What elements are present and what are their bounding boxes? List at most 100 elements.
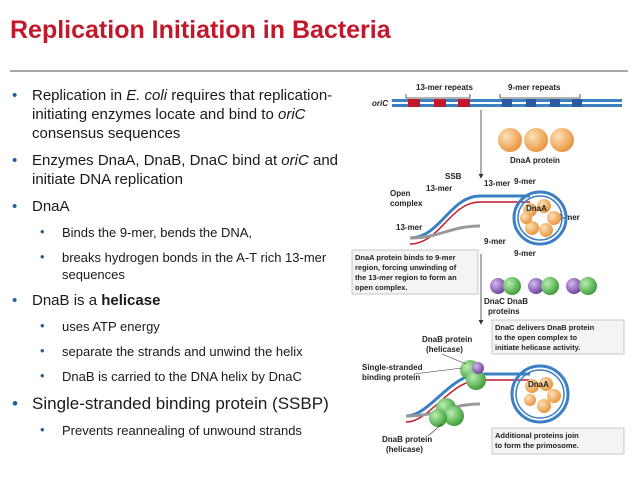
caption-additional-proteins: Additional proteins join to form the pri… [495, 431, 581, 450]
label-ssb: SSB [445, 172, 462, 181]
caption-line: DnaC delivers DnaB protein [495, 323, 595, 332]
caption-box [491, 427, 625, 455]
title-divider [10, 70, 628, 72]
repeat-9mer-2 [526, 99, 536, 107]
caption-line: open complex. [355, 283, 408, 292]
dnaa-protein-icon [524, 394, 536, 406]
bullet-text: DnaA [32, 198, 70, 215]
dnac-protein-icon [490, 278, 506, 294]
caption-dnaa-binds: DnaA protein binds to 9-mer region, forc… [355, 253, 459, 292]
dnaa-protein-icon [537, 399, 551, 413]
bullet-text: Enzymes DnaA, DnaB, DnaC bind at [32, 152, 282, 169]
bracket-9mer [499, 94, 581, 99]
caption-line: to form the primosome. [495, 441, 579, 450]
bullet-text: uses ATP energy [62, 319, 160, 334]
pointer-line [413, 367, 463, 375]
bullet-emphasis: oriC [281, 152, 309, 169]
subbullet-icon: • [40, 343, 45, 358]
label-dnab-helicase: (helicase) [426, 345, 463, 354]
label-dnaa: DnaA [526, 204, 547, 213]
dnaa-protein-icon [547, 211, 561, 225]
label-dnab-helicase: DnaB protein [382, 435, 432, 444]
bracket-13mer [405, 94, 471, 99]
bullet-text: breaks hydrogen bonds in the A-T rich 13… [62, 250, 327, 282]
primosome-loop-inner [515, 369, 565, 419]
dnab-helicase-icon [444, 406, 464, 426]
bullet-text: requires that replication-initiating enz… [32, 87, 333, 123]
bullet-text: and initiate DNA replication [32, 152, 339, 188]
repeat-13mer-2 [434, 99, 446, 107]
dnab-protein-icon [579, 277, 597, 295]
bullet-text: Binds the 9-mer, bends the DNA, [62, 225, 253, 240]
label-9mer: 9-mer [484, 237, 506, 246]
dnaa-protein-icon [524, 128, 548, 152]
dnac-protein-icon [566, 278, 582, 294]
dna-loop-inner [517, 195, 563, 241]
caption-dnac-delivers: DnaC delivers DnaB protein to the open c… [495, 323, 596, 352]
subbullet-icon: • [40, 422, 45, 437]
label-dnaa: DnaA [528, 380, 549, 389]
dnaa-protein-icon [525, 221, 539, 235]
dnac-protein-icon [472, 362, 484, 374]
subbullet-atp: •uses ATP energy [10, 318, 350, 335]
bullet-text: consensus sequences [32, 125, 181, 142]
replication-figure: 13-mer repeats 9-mer repeats oriC DnaA p… [350, 78, 634, 470]
subbullet-icon: • [40, 368, 45, 383]
label-ssbp: binding protein [362, 373, 420, 382]
caption-line: to the open complex to [495, 333, 578, 342]
label-13mer: 13-mer [396, 223, 422, 232]
dnaa-protein-icon [520, 212, 532, 224]
caption-line: Additional proteins join [495, 431, 579, 440]
label-open-complex: Open [390, 189, 411, 198]
caption-box [351, 249, 479, 295]
open-strand-grey [409, 224, 481, 240]
subbullet-icon: • [40, 249, 45, 264]
caption-line: region, forcing unwinding of [355, 263, 457, 272]
label-9mer: 9-mer [514, 249, 536, 258]
label-dnac-dnab: DnaC DnaB [484, 297, 528, 306]
subbullet-separate: • separate the strands and unwind the hel… [10, 343, 350, 360]
bullet-ssbp: •Single-stranded binding protein (SSBP) [10, 393, 350, 414]
bullet-replication-ecoli: •Replication in E. coli requires that re… [10, 86, 350, 143]
pointer-line [427, 423, 443, 437]
bullet-enzymes: • Enzymes DnaA, DnaB, DnaC bind at oriC a… [10, 151, 350, 189]
subbullet-reannealing: • Prevents reannealing of unwound strands [10, 422, 350, 439]
bullet-emphasis: oriC [277, 106, 306, 123]
label-dnab-helicase: (helicase) [386, 445, 423, 454]
bullet-icon: • [12, 152, 18, 169]
caption-line: DnaA protein binds to 9-mer [355, 253, 456, 262]
bullet-emphasis: E. coli [126, 87, 168, 104]
primosome-loop [510, 364, 570, 424]
figure-svg: 13-mer repeats 9-mer repeats oriC DnaA p… [351, 83, 625, 455]
subbullet-binds-9mer: •Binds the 9-mer, bends the DNA, [10, 224, 350, 241]
bullet-text: separate the strands and unwind the heli… [62, 344, 303, 359]
pointer-line [441, 353, 467, 365]
label-dnab-helicase: DnaB protein [422, 335, 472, 344]
dnab-protein-icon [503, 277, 521, 295]
bullet-icon: • [12, 292, 18, 309]
bullet-icon: • [12, 198, 18, 215]
label-13mer: 13-mer [426, 184, 452, 193]
dnaa-protein-icon [537, 199, 551, 213]
repeat-13mer-3 [458, 99, 470, 107]
dnaa-protein-icon [550, 128, 574, 152]
dnab-helicase-icon [466, 370, 486, 390]
repeat-9mer-4 [572, 99, 582, 107]
repeat-9mer-1 [502, 99, 512, 107]
caption-box [491, 319, 625, 355]
label-13mer: 13-mer [484, 179, 510, 188]
bullet-text: Prevents reannealing of unwound strands [62, 423, 302, 438]
bullet-dnaa: • DnaA [10, 197, 350, 216]
bullet-dnab: •DnaB is a helicase [10, 291, 350, 310]
bullet-text: Single-stranded binding protein (SSBP) [32, 394, 329, 413]
repeat-13mer-1 [408, 99, 420, 107]
slide-title: Replication Initiation in Bacteria [10, 16, 391, 44]
caption-line: initiate helicase activity. [495, 343, 580, 352]
bullet-text: Replication in [32, 87, 127, 104]
dnaa-protein-icon [547, 389, 561, 403]
caption-line: the 13-mer region to form an [355, 273, 457, 282]
dnaa-protein-icon [539, 223, 553, 237]
label-dnaa-protein: DnaA protein [510, 156, 560, 165]
bullet-text: DnaB is a [32, 292, 102, 309]
bullet-list: • Replication in E. coli requires that re… [10, 86, 350, 447]
